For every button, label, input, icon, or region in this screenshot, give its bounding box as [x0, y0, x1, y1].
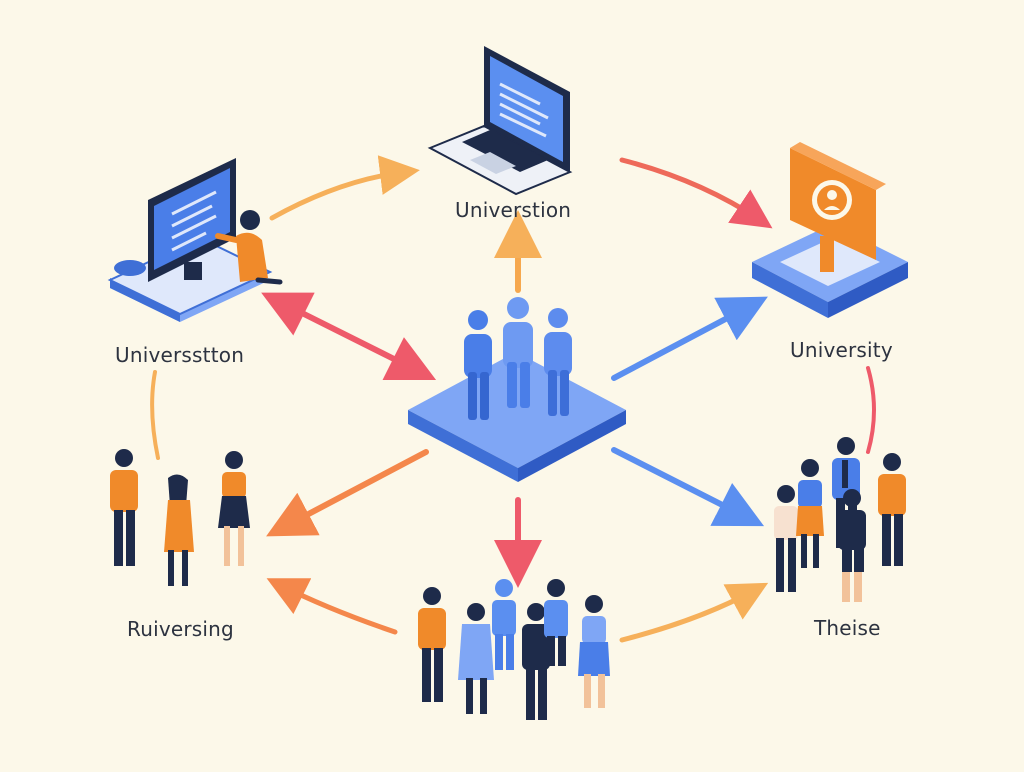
label-bottom-right-node: Theise: [814, 616, 881, 640]
label-left-node: Universstton: [115, 343, 245, 367]
center-platform-icon: [408, 297, 626, 482]
laptop-icon: [427, 46, 573, 196]
connector-arrows: [150, 155, 876, 643]
person-woman-navy-skirt: [218, 451, 250, 566]
arrow-top-to-right: [619, 157, 773, 229]
arrow-center-to-bottom-left: [266, 449, 429, 537]
people-group-bottom-left: [110, 449, 250, 586]
center-figure-left: [464, 310, 492, 420]
arrow-center-to-right: [611, 296, 768, 381]
people-group-bottom-right: [774, 437, 906, 602]
center-figure-right: [544, 308, 572, 416]
people-group-bottom: [418, 579, 610, 720]
center-figure-middle: [503, 297, 533, 408]
person-bottom-3: [492, 579, 516, 670]
person-br-2: [796, 459, 824, 568]
label-top-node: Universtion: [455, 198, 572, 222]
arrow-bottom-to-bottom-right: [619, 582, 769, 643]
person-bottom-4: [522, 603, 550, 720]
arrow-bottom-to-bottom-left: [266, 578, 398, 635]
person-man-orange: [110, 449, 138, 566]
person-woman-orange-dress: [164, 474, 194, 586]
label-bottom-left-node: Ruiversing: [127, 617, 234, 641]
person-br-4: [838, 489, 866, 602]
person-br-5: [878, 453, 906, 566]
person-bottom-5: [544, 579, 568, 666]
arrow-left-to-top: [269, 155, 420, 221]
person-sign-icon: [752, 142, 908, 318]
arrow-center-to-bottom-right: [611, 447, 765, 527]
desktop-monitor-icon: [107, 158, 283, 322]
person-br-1: [774, 485, 798, 592]
woman-at-monitor: [215, 210, 283, 285]
person-bottom-2: [458, 603, 494, 714]
arrow-right-to-bottom-right: [866, 366, 876, 454]
person-bottom-6: [578, 595, 610, 708]
person-bottom-1: [418, 587, 446, 702]
arrow-center-left-bidirectional: [261, 292, 437, 381]
label-right-node: University: [790, 338, 893, 362]
arrow-left-to-bottom-left: [150, 370, 160, 460]
